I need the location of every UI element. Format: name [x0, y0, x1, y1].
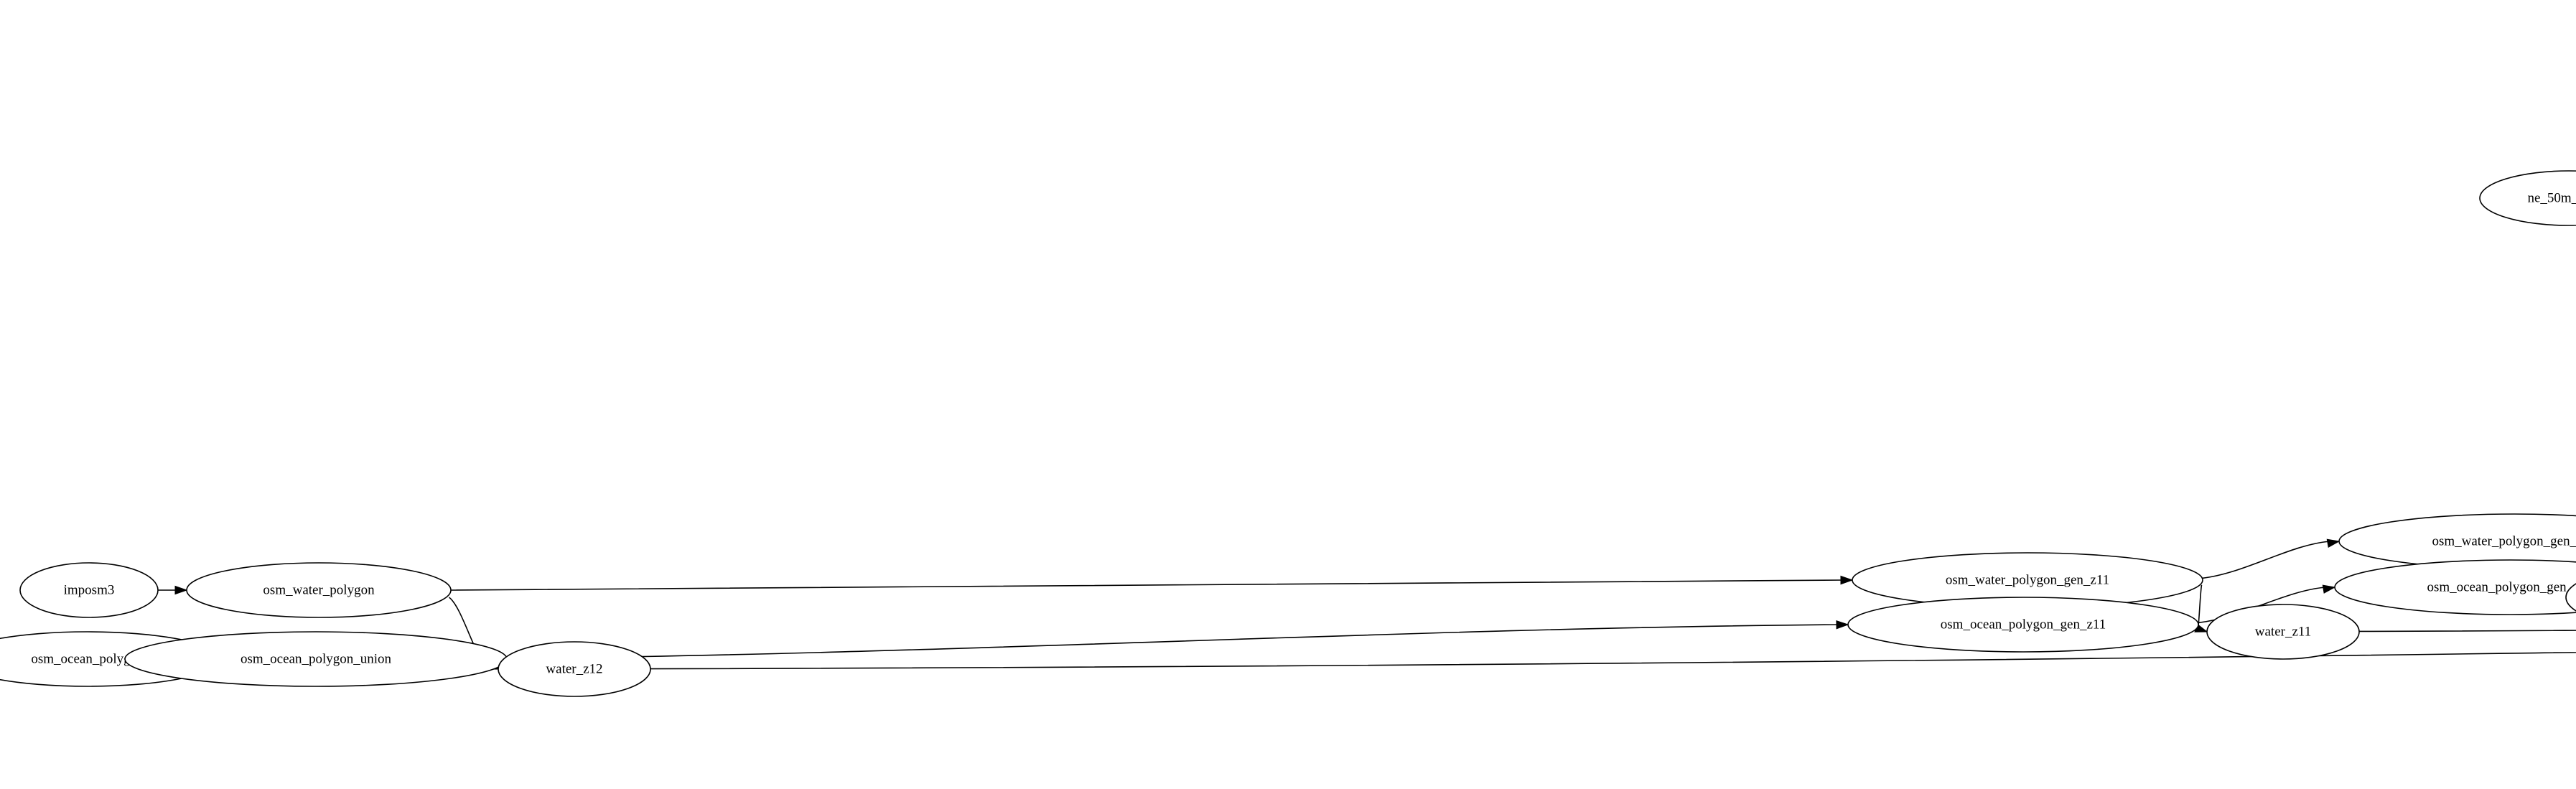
edge-arrowhead-osm_ocean_polygon_union-to-osm_ocean_polygon_gen_z11: [1836, 620, 1849, 630]
node-shape-water_z12: [498, 641, 651, 697]
node-shape-water_z10: [2565, 583, 2576, 612]
graph-node-water_z10[interactable]: water_z10: [2565, 570, 2576, 625]
edge-arrowhead-osm_water_polygon_gen_z11-to-osm_water_polygon_gen_z10: [2326, 538, 2341, 548]
graph-node-ne_50m_ocean[interactable]: ne_50m_ocean: [2479, 170, 2576, 226]
nodes-layer: ne_110m_oceanne_110m_ocean_gen_z1ne_110m…: [0, 170, 2576, 697]
graph-node-water_z12[interactable]: water_z12: [498, 641, 651, 697]
graph-node-imposm3[interactable]: imposm3: [19, 562, 159, 618]
edges-layer: [113, 538, 2576, 670]
node-shape-osm_water_polygon: [186, 562, 452, 618]
node-shape-osm_ocean_polygon_union: [124, 631, 508, 687]
graph-node-osm_ocean_polygon_gen_z11[interactable]: osm_ocean_polygon_gen_z11: [1847, 597, 2199, 653]
edge-arrowhead-imposm3-to-osm_water_polygon: [174, 585, 188, 595]
graph-edge-water_z12-to-z12+: [650, 651, 2576, 670]
graph-node-osm_water_polygon[interactable]: osm_water_polygon: [186, 562, 452, 618]
node-shape-ne_50m_ocean: [2479, 170, 2576, 226]
node-shape-imposm3: [19, 562, 159, 618]
node-shape-osm_ocean_polygon_gen_z10: [2334, 559, 2576, 615]
graph-edge-osm_water_polygon-to-osm_water_polygon_gen_z11: [450, 579, 1844, 591]
graph-node-osm_ocean_polygon_union[interactable]: osm_ocean_polygon_union: [124, 631, 508, 687]
node-shape-osm_ocean_polygon_gen_z11: [1847, 597, 2199, 653]
graph-edge-osm_ocean_polygon_union-to-osm_ocean_polygon_gen_z11: [506, 624, 1839, 660]
edge-arrowhead-osm_water_polygon-to-osm_water_polygon_gen_z11: [1840, 575, 1854, 585]
graph-node-water_z11[interactable]: water_z11: [2206, 604, 2360, 660]
graph-edge-osm_water_polygon_gen_z11-to-osm_water_polygon_gen_z10: [2202, 541, 2330, 579]
graph-node-osm_ocean_polygon_gen_z10[interactable]: osm_ocean_polygon_gen_z10: [2334, 559, 2576, 615]
node-shape-water_z11: [2206, 604, 2360, 660]
edge-arrowhead-osm_ocean_polygon_gen_z11-to-osm_ocean_polygon_gen_z10: [2322, 584, 2336, 594]
